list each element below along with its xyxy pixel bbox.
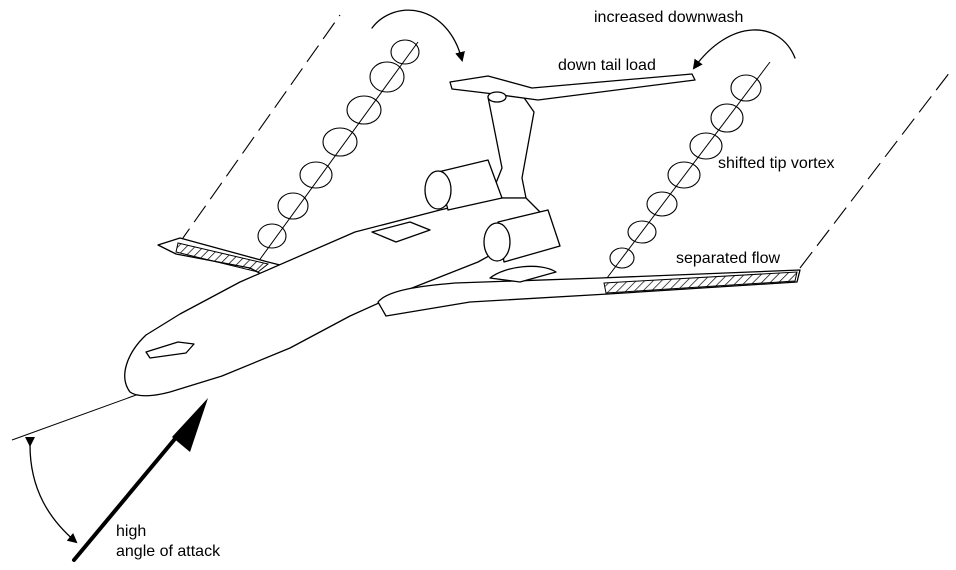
label-down-tail-load: down tail load (558, 57, 656, 74)
chord-reference-line (12, 390, 150, 440)
tail-cone (488, 92, 506, 102)
left-downwash-arrow (372, 10, 462, 60)
angle-arc (30, 445, 76, 542)
left-wing-separated-flow (176, 243, 268, 272)
right-downwash-arrow (694, 30, 795, 68)
label-high: high (116, 523, 146, 540)
label-angle-of-attack: angle of attack (116, 543, 221, 560)
left-tip-vortex (258, 40, 419, 248)
label-increased-downwash: increased downwash (594, 9, 743, 26)
left-dashed-flow-line (178, 15, 340, 245)
horizontal-stabilizer (450, 74, 695, 100)
label-separated-flow: separated flow (676, 250, 781, 267)
label-shifted-tip-vortex: shifted tip vortex (718, 155, 835, 172)
